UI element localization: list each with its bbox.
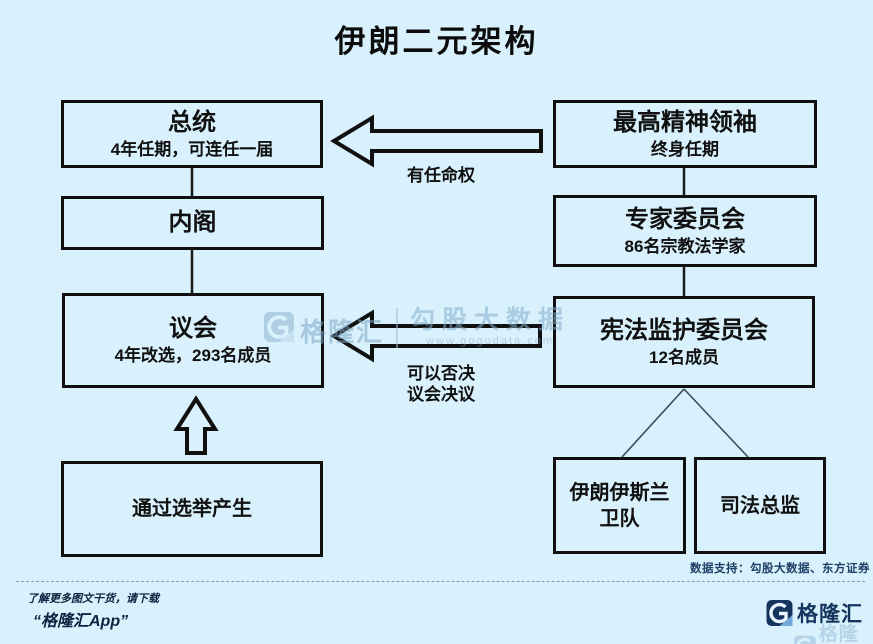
veto-arrow-label-line1: 可以否决 [407,364,475,383]
connector-guardian-guard-corps [621,388,685,458]
appointment-arrow [330,114,543,168]
veto-arrow-label-line2: 议会决议 [407,385,475,404]
box-guard-corps: 伊朗伊斯兰卫队 [553,457,686,554]
box-president-title: 总统 [168,108,216,136]
footer-promo-line2: “格隆汇App” [33,613,129,630]
box-supreme-leader-subtitle: 终身任期 [651,139,719,159]
box-experts-title: 专家委员会 [625,205,745,233]
gelonghui-logo-ghost-icon [794,635,816,644]
page-title: 伊朗二元架构 [334,24,539,59]
gelonghui-logo-text: 格隆汇 [797,603,863,626]
gelonghui-logo-ghost: 格隆汇 [794,619,873,644]
box-judiciary-title: 司法总监 [720,494,800,517]
box-election-title: 通过选举产生 [132,498,252,520]
box-experts: 专家委员会 86名宗教法学家 [553,195,817,267]
footer-divider [16,581,865,582]
box-guardian-council: 宪法监护委员会 12名成员 [553,296,815,388]
box-parliament-subtitle: 4年改选，293名成员 [114,346,272,365]
box-president: 总统 4年任期，可连任一届 [61,100,323,168]
box-parliament: 议会 4年改选，293名成员 [62,293,324,388]
election-up-arrow [173,395,219,455]
box-supreme-leader: 最高精神领袖 终身任期 [553,100,817,168]
connector-guardian-judiciary [683,388,749,458]
box-president-subtitle: 4年任期，可连任一届 [110,139,274,159]
box-experts-subtitle: 86名宗教法学家 [624,236,746,256]
box-parliament-title: 议会 [169,315,217,342]
gelonghui-logo-icon [766,600,793,626]
box-guard-corps-title: 伊朗伊斯兰卫队 [569,481,670,530]
box-cabinet: 内阁 [61,196,324,250]
box-supreme-leader-title: 最高精神领袖 [613,108,757,136]
box-election: 通过选举产生 [61,461,323,557]
appointment-arrow-label: 有任命权 [407,166,475,185]
veto-arrow [330,309,542,363]
box-guardian-council-subtitle: 12名成员 [649,347,719,367]
footer-promo-line1: 了解更多图文干货，请下载 [27,593,159,605]
box-judiciary: 司法总监 [694,457,826,554]
gelonghui-logo: 格隆汇 [766,598,863,628]
gelonghui-logo-ghost-text: 格隆汇 [818,624,859,644]
box-cabinet-title: 内阁 [168,209,217,236]
data-support-credit: 数据支持：勾股大数据、东方证券 [690,563,870,575]
box-guardian-council-title: 宪法监护委员会 [600,316,768,344]
